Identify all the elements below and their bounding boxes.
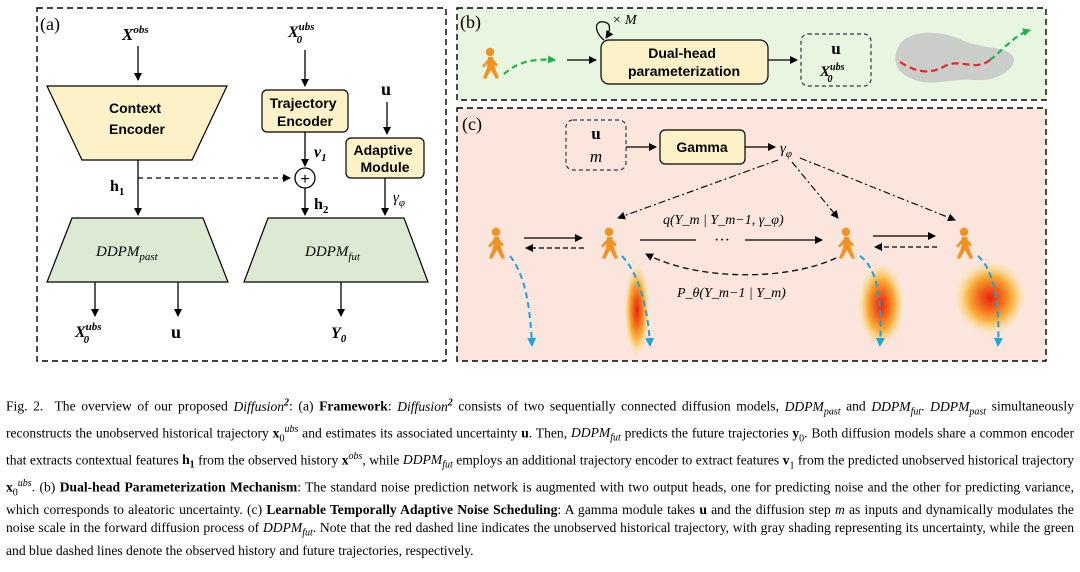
blue-future-path-1: [509, 255, 537, 347]
caption-text-c3: as inputs and dynamically modulates the …: [6, 502, 1074, 535]
panel-b-label: (b): [460, 12, 481, 33]
caption-intro: The overview of our proposed: [54, 398, 228, 414]
blue-future-path-2: [621, 255, 655, 347]
gamma-box-label: Gamma: [676, 139, 728, 155]
green-history-path: [503, 55, 556, 75]
input-m-c: m: [590, 147, 602, 166]
caption-c-title: Learnable Temporally Adaptive Noise Sche…: [266, 502, 558, 518]
gamma-phi-a: γφ: [393, 190, 405, 209]
caption-a-label: (a): [298, 398, 314, 414]
reverse-process-arrow: [645, 253, 837, 276]
gamma-phi-c: γφ: [780, 141, 792, 160]
caption-text-a1: consists of two sequentially connected d…: [458, 398, 779, 414]
context-encoder-box: [46, 85, 228, 161]
uncertainty-heat-3: [956, 263, 1025, 333]
output-y0: Y0: [331, 325, 347, 345]
figure-caption: Fig. 2. The overview of our proposed Dif…: [6, 397, 1075, 559]
red-unobserved-path: [899, 59, 991, 73]
dual-head-label: Dual-head parameterization: [628, 45, 740, 79]
green-future-path: [989, 28, 1031, 61]
ddpm-fut-label: DDPMfut: [304, 244, 361, 263]
caption-c-label: (c): [247, 502, 263, 518]
loop-arrow: [595, 21, 614, 41]
caption-text-a5: predicts the future trajectories: [624, 425, 789, 441]
forward-process-eq: q(Y_m | Y_m−1, γ_φ): [663, 213, 784, 228]
panel-a-label: (a): [40, 14, 60, 35]
output-u: u: [171, 322, 181, 342]
h1-label: h1: [110, 178, 124, 198]
input-u-c: u: [591, 124, 600, 143]
caption-text-a3: and estimates its associated uncertainty: [302, 425, 518, 441]
caption-b-label: (b): [39, 479, 56, 495]
context-encoder-label: Context Encoder: [109, 100, 166, 137]
caption-text-b: : The standard noise prediction network …: [6, 479, 1074, 518]
blue-future-path-3: [859, 255, 885, 347]
ddpm-fut-box: [243, 217, 429, 283]
caption-fig-label: Fig. 2.: [6, 398, 44, 414]
caption-method: Diffusion2: [233, 397, 290, 414]
panel-a-frame: [36, 7, 447, 362]
output-u-b: u: [831, 39, 840, 58]
blue-future-path-4: [977, 255, 1003, 347]
ddpm-past-label: DDPMpast: [95, 244, 159, 263]
reverse-process-eq: P_θ(Y_m−1 | Y_m): [676, 286, 786, 301]
uncertainty-shading: [895, 32, 1014, 83]
caption-b-title: Dual-head Parameterization Mechanism: [59, 479, 298, 495]
x-obs-label: Xobs: [121, 24, 149, 44]
caption-text-a2: simultaneously reconstructs the unobserv…: [6, 398, 1074, 441]
caption-text-a7: from the observed history: [198, 452, 339, 468]
panel-c-frame: [456, 107, 1047, 362]
plus-sign: +: [300, 171, 309, 188]
ellipsis-dots: ···: [714, 232, 730, 249]
caption-text-a10: from the predicted unobserved historical…: [797, 452, 1075, 468]
dual-head-output-box: [800, 33, 872, 87]
dual-head-box: [600, 39, 769, 85]
panel-c-label: (c): [462, 114, 482, 135]
uncertainty-heat-2: [859, 265, 903, 345]
caption-text-c4: . Note that the red dashed line indicate…: [6, 519, 1074, 559]
adaptive-module-label: Adaptive Module: [353, 142, 416, 175]
ddpm-past-box: [46, 217, 229, 283]
u-input: u: [381, 79, 391, 99]
times-m-label: × M: [612, 13, 638, 28]
caption-a-title: Framework: [319, 398, 388, 414]
trajectory-encoder-label: Trajectory Encoder: [270, 95, 341, 129]
v1-label: v1: [314, 144, 327, 164]
figure-diagram: (a) Xobs Context Encoder h1 DDPMpast Xub…: [36, 7, 1047, 362]
uncertainty-heat-1: [625, 266, 649, 354]
h2-label: h2: [314, 196, 329, 216]
caption-text-a9: employs an additional trajectory encoder…: [456, 452, 780, 468]
caption-text-a6: . Both diffusion models share a common e…: [6, 425, 1074, 468]
gamma-input-box: [565, 119, 627, 171]
